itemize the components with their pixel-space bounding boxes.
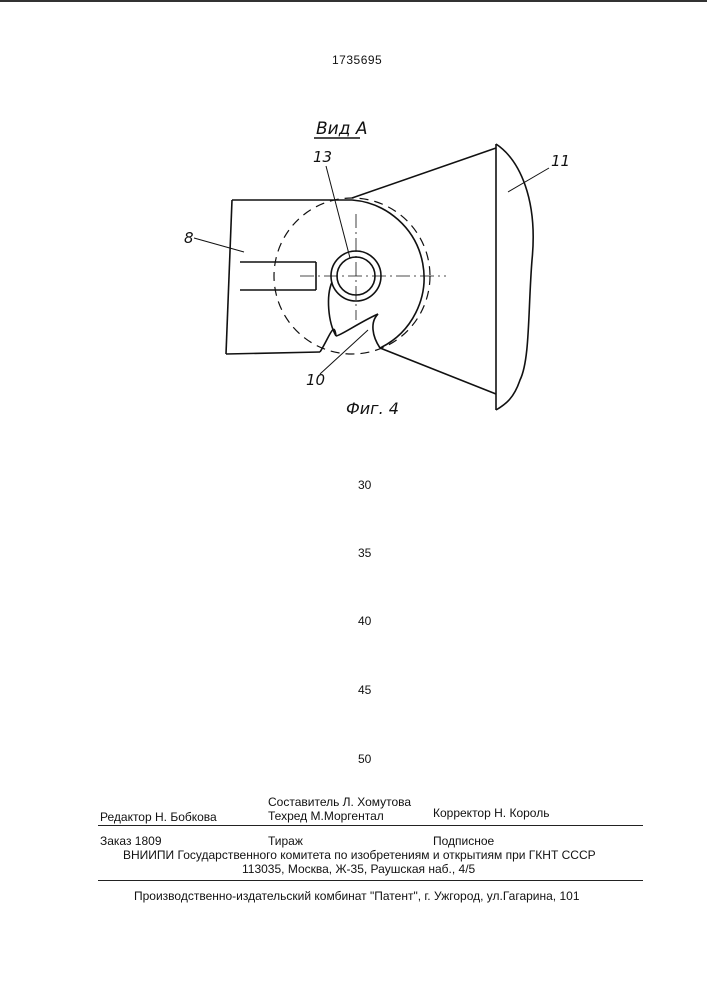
callout-13: 13 <box>313 148 350 258</box>
figure-caption: Фиг. 4 <box>346 399 399 418</box>
footer-publisher: Производственно-издательский комбинат "П… <box>134 889 580 903</box>
footer-order: Заказ 1809 <box>100 834 162 848</box>
footer-corrector: Корректор Н. Король <box>433 806 549 820</box>
line-number-40: 40 <box>358 614 371 628</box>
footer-rule-2 <box>98 880 643 881</box>
footer-editor: Редактор Н. Бобкова <box>100 810 217 824</box>
line-number-30: 30 <box>358 478 371 492</box>
footer-institute: ВНИИПИ Государственного комитета по изоб… <box>123 848 596 862</box>
callout-8-text: 8 <box>184 229 194 247</box>
view-label: Вид А <box>314 119 368 139</box>
footer-rule-1 <box>98 825 643 826</box>
footer-subscription: Подписное <box>433 834 494 848</box>
footer-print-run: Тираж <box>268 834 303 848</box>
line-number-50: 50 <box>358 752 371 766</box>
callout-13-text: 13 <box>313 148 332 166</box>
callout-8: 8 <box>184 229 244 252</box>
callout-11: 11 <box>508 152 570 192</box>
callout-10: 10 <box>306 330 368 389</box>
line-number-45: 45 <box>358 683 371 697</box>
footer-compiler: Составитель Л. Хомутова <box>268 795 411 809</box>
footer-address: 113035, Москва, Ж-35, Раушская наб., 4/5 <box>242 862 475 876</box>
footer-techred: Техред М.Моргентал <box>268 809 384 823</box>
part-11-housing <box>352 144 533 410</box>
view-label-text: Вид А <box>316 119 368 139</box>
callout-10-text: 10 <box>306 371 325 389</box>
line-number-35: 35 <box>358 546 371 560</box>
callout-11-text: 11 <box>551 152 570 170</box>
